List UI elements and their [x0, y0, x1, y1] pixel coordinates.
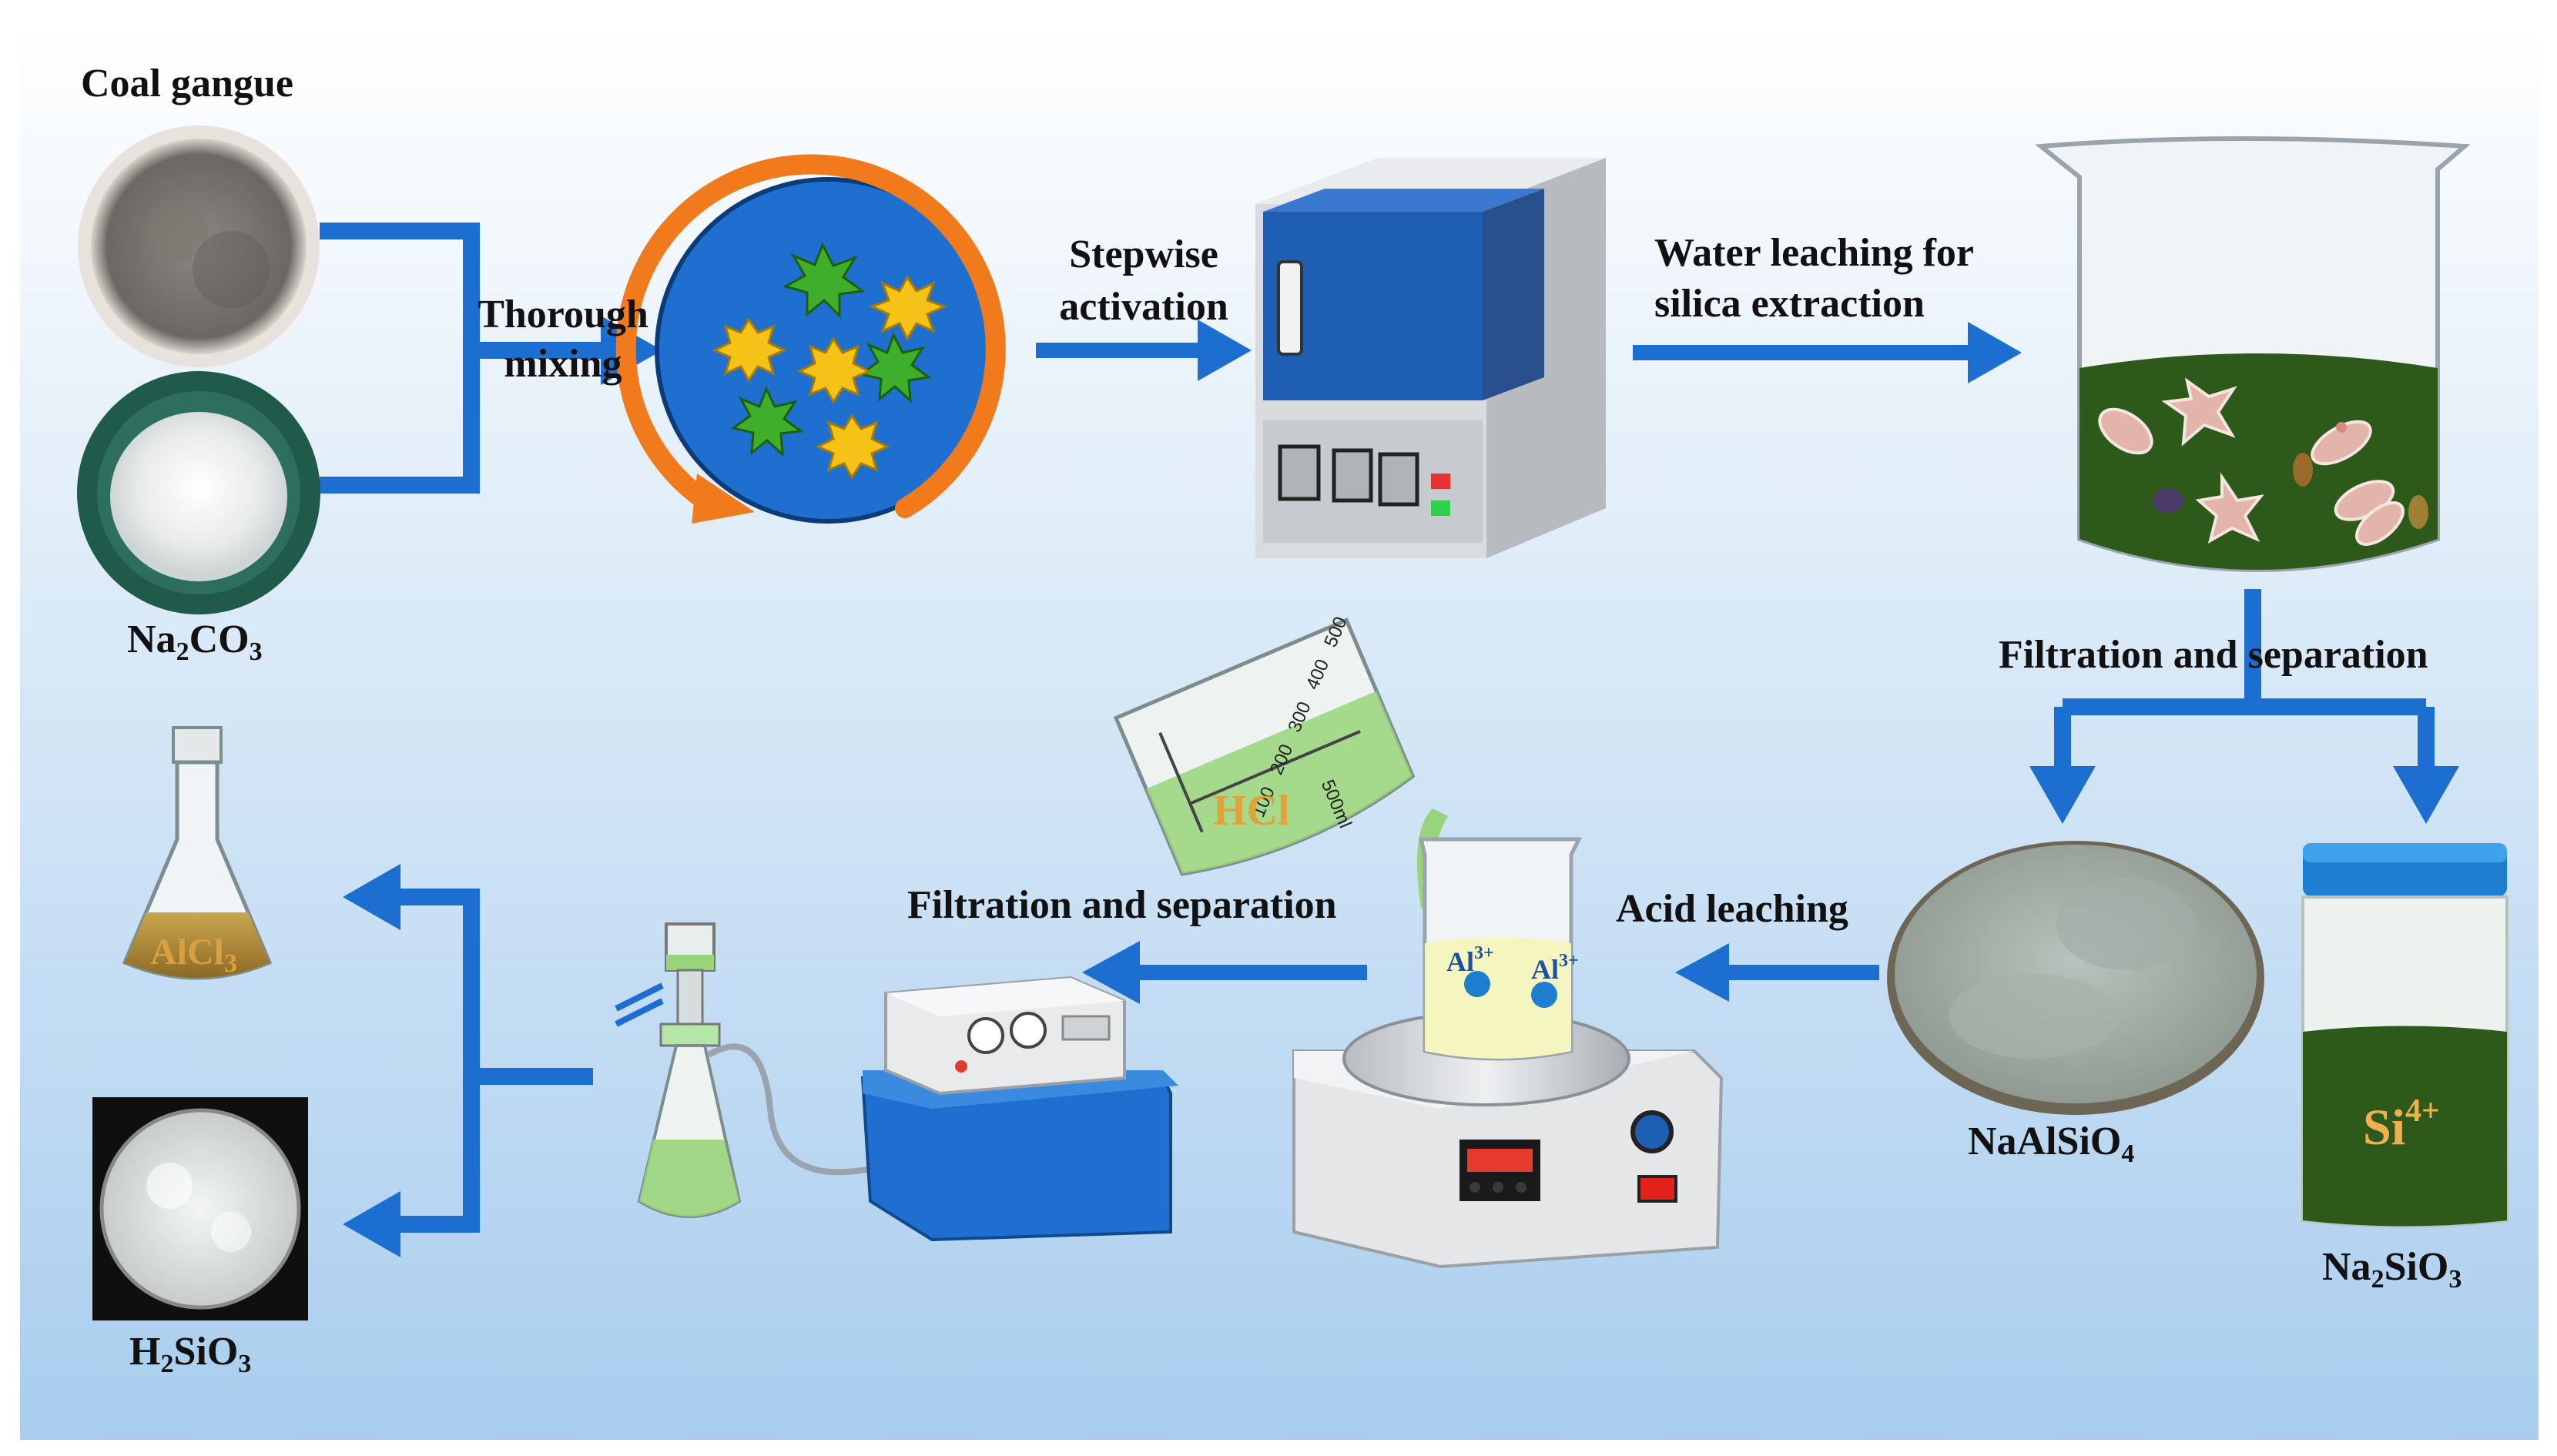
h2sio3-sub2: 3 — [238, 1350, 252, 1378]
na2sio3-solution — [2303, 1026, 2507, 1227]
particle — [2311, 420, 2372, 466]
stepwise-activation-line2: activation — [1059, 285, 1228, 330]
leaching-arrow-head — [1968, 322, 2022, 383]
reaction-solution — [1425, 937, 1571, 1059]
water-leaching-line1: Water leaching for — [1654, 231, 1974, 275]
muffle-furnace — [1255, 158, 1606, 558]
na2sio3-sub2: 3 — [2448, 1265, 2462, 1294]
al-left-sup: 3+ — [1474, 943, 1494, 963]
reaction-beaker — [1418, 837, 1583, 1061]
coal-gangue-label: Coal gangue — [81, 62, 293, 105]
stirrer-knob — [1630, 1110, 1674, 1153]
particle — [2195, 472, 2264, 544]
thorough-mixing-line2: mixing — [504, 342, 622, 387]
al-right-sup: 3+ — [1559, 951, 1579, 971]
water-leaching-line2: silica extraction — [1654, 282, 1925, 326]
na2co3-bowl — [77, 371, 320, 614]
vacuum-pump — [860, 976, 1178, 1242]
split-left-arrow-head — [2029, 766, 2096, 824]
green-particle — [783, 242, 866, 319]
particle — [2161, 377, 2237, 447]
si-ion-label: Si4+ — [2363, 1095, 2440, 1158]
mixing-rotation-arc — [615, 154, 1006, 518]
green-particle — [730, 386, 804, 457]
arrows — [320, 223, 2459, 1257]
hcl-label: HCl — [1213, 787, 1290, 835]
thorough-mixing-line1: Thorough — [478, 293, 648, 336]
filtrate — [639, 1140, 739, 1217]
na2sio3-mid: SiO — [2384, 1245, 2449, 1289]
alcl3-base: AlCl — [150, 932, 224, 972]
si-sup: 4+ — [2405, 1093, 2440, 1129]
thorough-mixing-label: Thorough mixing — [462, 291, 664, 389]
water-leaching-label: Water leaching for silica extraction — [1654, 229, 1974, 329]
h2sio3-dish — [92, 1097, 308, 1320]
alcl3-arrow-head — [343, 864, 400, 930]
naalsio4-sub: 4 — [2121, 1140, 2135, 1168]
naalsio4-dish — [1887, 841, 2264, 1115]
mixing-dish — [615, 154, 1006, 524]
al-ion — [1464, 971, 1490, 997]
na2co3-base: Na — [127, 618, 176, 661]
filtration-mid-label: Filtration and separation — [907, 883, 1337, 927]
al-ion — [1531, 982, 1557, 1008]
acid-leaching-label: Acid leaching — [1616, 887, 1848, 931]
alcl3-solution — [125, 912, 270, 978]
pressure-gauge — [1010, 1012, 1047, 1049]
h2sio3-arrow-head — [343, 1191, 400, 1257]
particle — [2098, 407, 2153, 455]
leaching-beaker — [2035, 136, 2471, 572]
coal-gangue-bowl — [78, 126, 320, 367]
al-right-base: Al — [1531, 954, 1559, 985]
particle — [2355, 501, 2405, 546]
particle — [2408, 495, 2428, 529]
yellow-particle — [712, 317, 787, 383]
al-ion-right-label: Al3+ — [1531, 951, 1579, 986]
split-right-arrow-head — [2393, 766, 2459, 824]
pressure-gauge — [967, 1017, 1004, 1054]
al-ion-left-label: Al3+ — [1446, 943, 1494, 979]
na2sio3-sub1: 2 — [2371, 1265, 2384, 1294]
alcl3-sub: 3 — [224, 949, 237, 978]
filtration-top-label: Filtration and separation — [1999, 633, 2428, 677]
filtration-arrow-head — [1082, 941, 1140, 1004]
particle — [2153, 488, 2183, 513]
na2sio3-base: Na — [2322, 1245, 2371, 1289]
na2co3-label: Na2CO3 — [127, 616, 263, 666]
stepwise-activation-label: Stepwise activation — [1032, 231, 1255, 332]
na2co3-mid: CO — [189, 618, 250, 661]
naalsio4-base: NaAlSiO — [1968, 1120, 2122, 1163]
alcl3-label: AlCl3 — [150, 930, 237, 978]
particle — [2293, 453, 2313, 487]
h2sio3-mid: SiO — [173, 1330, 239, 1374]
yellow-particle — [869, 275, 947, 342]
magnetic-stirrer — [1292, 1011, 1724, 1269]
al-left-base: Al — [1446, 946, 1474, 977]
h2sio3-sub1: 2 — [160, 1350, 174, 1378]
na2sio3-jar — [2301, 843, 2508, 1228]
naalsio4-label: NaAlSiO4 — [1968, 1118, 2135, 1168]
na2co3-sub2: 3 — [249, 638, 263, 666]
yellow-particle — [815, 413, 890, 480]
na2sio3-label: Na2SiO3 — [2322, 1243, 2462, 1294]
alcl3-flask — [122, 726, 273, 980]
stirrer-switch — [1637, 1175, 1677, 1203]
na2co3-sub1: 2 — [176, 638, 189, 666]
furnace-red-button — [1431, 474, 1450, 489]
hcl-beaker — [1113, 618, 1416, 876]
stepwise-activation-line1: Stepwise — [1069, 233, 1218, 276]
acid-arrow-head — [1675, 943, 1729, 1002]
h2sio3-label: H2SiO3 — [129, 1328, 252, 1378]
final-bracket — [400, 889, 480, 1233]
yellow-particle — [796, 336, 872, 404]
h2sio3-base: H — [129, 1330, 161, 1374]
furnace-green-button — [1431, 500, 1450, 516]
activation-arrow-head — [1198, 320, 1252, 381]
furnace-handle — [1277, 260, 1303, 356]
green-particle — [858, 332, 932, 403]
si-base: Si — [2363, 1100, 2406, 1156]
particle — [2336, 422, 2347, 433]
